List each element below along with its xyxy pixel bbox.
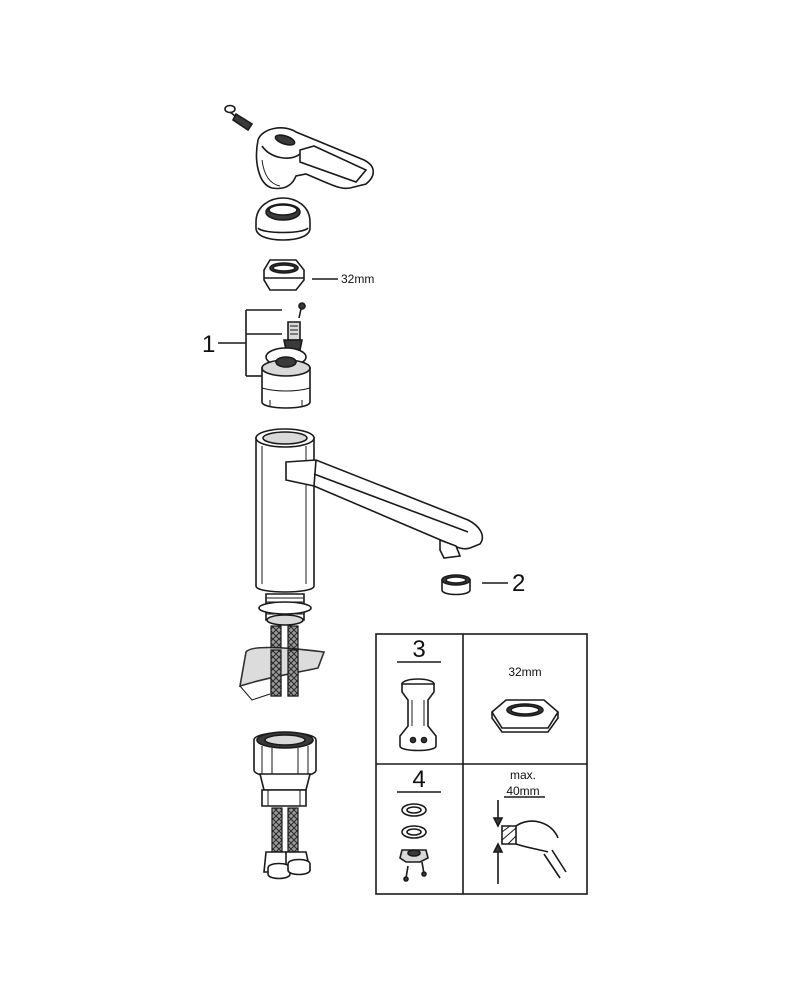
box-3-number: 3 xyxy=(412,636,425,663)
callout-1: 1 xyxy=(202,331,215,358)
threaded-shank xyxy=(258,593,312,626)
supply-hoses-lower xyxy=(263,807,311,880)
lever-handle xyxy=(255,127,375,190)
grub-screw xyxy=(224,104,254,132)
aerator xyxy=(441,574,508,596)
service-panel xyxy=(375,633,588,895)
small-screw xyxy=(298,302,306,319)
callout-2: 2 xyxy=(512,570,525,597)
max-label: max. xyxy=(510,768,536,782)
mounting-assembly xyxy=(253,731,317,807)
deck-thickness-diagram xyxy=(492,796,567,884)
box-4-seal-kit xyxy=(399,803,429,882)
box-nut-size-label: 32mm xyxy=(508,665,541,679)
nut-size-label: 32mm xyxy=(341,272,374,286)
faucet-body xyxy=(255,428,315,593)
max-value-label: 40mm xyxy=(506,784,539,798)
faucet-spout xyxy=(285,459,484,559)
cartridge-stem xyxy=(283,321,303,351)
cartridge-body xyxy=(261,347,311,409)
box-hex-nut xyxy=(490,699,560,733)
hex-nut xyxy=(263,259,338,291)
cartridge-bracket xyxy=(218,309,282,377)
box-3-cartridge-part xyxy=(399,678,437,752)
cover-cap xyxy=(255,197,311,241)
sink-deck xyxy=(238,646,326,701)
box-4-number: 4 xyxy=(412,766,425,793)
